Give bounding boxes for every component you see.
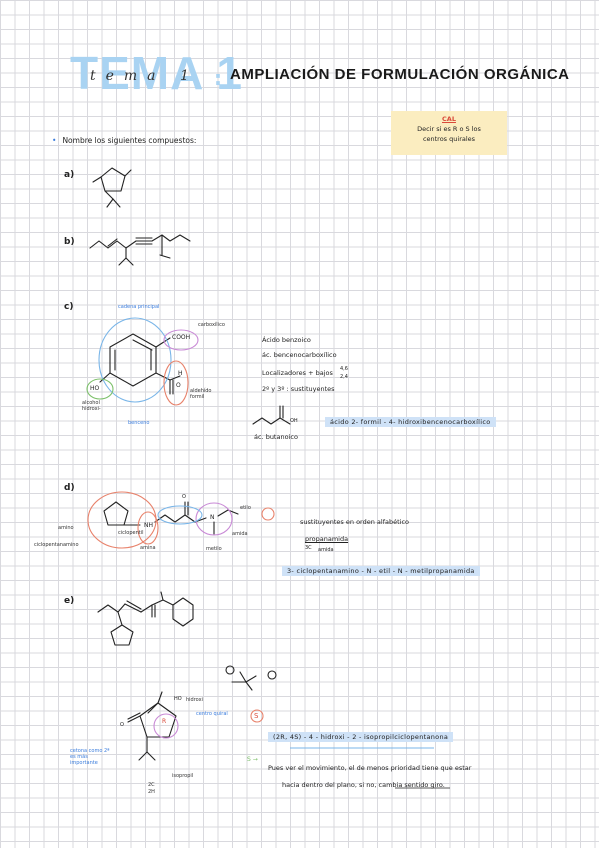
sticky-note: CAL Decir si es R o S los centros quiral… [391, 111, 507, 155]
title-colon: : [214, 66, 222, 90]
task-instruction: • Nombre los siguientes compuestos: [52, 136, 196, 145]
anno-isopropil: isopropil [172, 773, 194, 779]
c-note-4: 2º y 3º : sustituyentes [262, 385, 335, 393]
structure-d [103, 501, 239, 535]
item-label-a: a) [64, 170, 75, 180]
anno-metilo: metilo [206, 546, 222, 552]
anno-f-o: O [120, 722, 124, 728]
c-answer: ácido 2- formil - 4- hidroxibencenocarbo… [325, 417, 496, 427]
item-label-e: e) [64, 596, 75, 606]
tema-heading-large: TEMA 1 [70, 47, 243, 99]
item-label-d: d) [64, 483, 75, 493]
anno-sarrow: S → [247, 756, 258, 763]
anno-oxo: O [182, 494, 186, 500]
note-line-1: Decir si es R o S los [417, 124, 481, 133]
page-title: AMPLIACIÓN DE FORMULACIÓN ORGÁNICA [230, 66, 570, 83]
anno-f-ho: HO [174, 696, 182, 702]
anno-aldehido: aldehído formil [190, 388, 212, 400]
anno-amina: amina [140, 545, 156, 551]
anno-h: H [178, 370, 183, 377]
anno-alcohol: alcohol hidroxi- [82, 400, 101, 412]
f-note-2: hacia dentro del plano, si no, cambia se… [282, 781, 445, 789]
anno-nh: NH [144, 522, 153, 529]
anno-cooh: COOH [172, 334, 191, 341]
anno-centro: centro quiral [196, 711, 228, 717]
structure-b [89, 234, 191, 266]
anno-ciclopentanamino: ciclopentanamino [34, 542, 79, 548]
anno-amino: amino [58, 525, 74, 531]
anno-r: R [162, 718, 167, 725]
c-note-2: ác. bencenocarboxílico [262, 351, 337, 359]
anno-oh: OH [290, 418, 298, 424]
task-text: Nombre los siguientes compuestos: [62, 136, 197, 145]
anno-ciclopentil: ciclopentil [118, 530, 144, 536]
note-line-2: centros quirales [422, 134, 476, 143]
anno-etilo: etilo [240, 505, 251, 511]
c-note-3: Localizadores + bajos [262, 369, 333, 377]
anno-carboxilico: carboxílico [198, 322, 225, 328]
structure-e [97, 591, 257, 761]
structure-a [92, 167, 132, 208]
bullet-icon: • [52, 136, 57, 145]
anno-hidroxi: hidroxi [186, 697, 203, 703]
anno-n: N [210, 514, 215, 521]
anno-c2h: 2H [148, 789, 155, 795]
c-note-3b: 2,4 [340, 374, 348, 380]
f-note-1: Pues ver el movimiento, el de menos prio… [268, 764, 472, 772]
structure-c [99, 333, 291, 425]
anno-c2: 2C [148, 782, 155, 788]
d-note-1: sustituyentes en orden alfabético [300, 518, 410, 526]
d-note-2: propanamida [305, 535, 349, 543]
anno-amida: amida [232, 531, 248, 537]
c-note-1: Ácido benzoico [262, 336, 311, 344]
d-answer: 3- ciclopentanamino - N - etil - N - met… [282, 566, 480, 576]
anno-cetona: cetona como 2ª es más importante [70, 748, 110, 766]
anno-benceno: benceno [128, 420, 150, 426]
tema-heading-handwritten: tema 1 [90, 68, 199, 84]
c-butanoico: ác. butanoico [254, 433, 298, 441]
item-label-c: c) [64, 302, 74, 312]
c-note-3a: 4,6 [340, 366, 348, 372]
d-note-3: 3C [305, 545, 312, 551]
anno-s: S [254, 712, 259, 720]
f-answer: (2R, 4S) - 4 - hidroxi - 2 - isopropilci… [268, 732, 454, 742]
anno-o: O [176, 382, 181, 389]
item-label-b: b) [64, 237, 75, 247]
note-head: CAL [442, 115, 456, 123]
anno-cadena: cadena principal [118, 304, 160, 310]
anno-ho: HO [90, 385, 100, 392]
d-note-4: amida [318, 547, 334, 553]
